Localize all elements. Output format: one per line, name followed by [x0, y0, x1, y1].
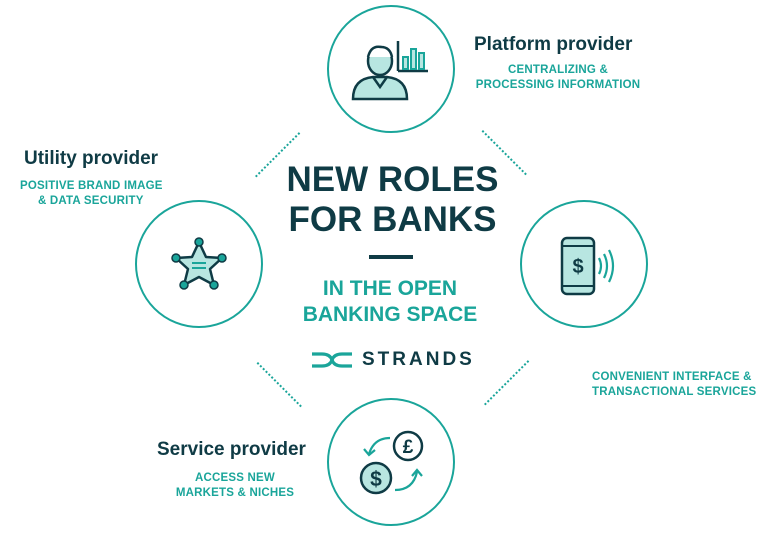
connector-bottom-left: [256, 362, 302, 408]
mobile-payment-icon: $: [560, 236, 615, 296]
svg-text:$: $: [572, 256, 583, 278]
center-subtitle: IN THE OPEN BANKING SPACE: [280, 276, 500, 328]
center-title-line2: FOR BANKS: [288, 200, 497, 239]
center-subtitle-line2: BANKING SPACE: [302, 303, 478, 326]
utility-provider-title: Utility provider: [24, 148, 159, 169]
service-provider-desc-line2: MARKETS & NICHES: [175, 487, 295, 499]
utility-provider-circle: [135, 200, 263, 328]
brand-name: STRANDS: [362, 349, 475, 370]
center-title-line1: NEW ROLES: [286, 160, 499, 199]
interface-desc-line1: CONVENIENT INTERFACE &: [592, 371, 752, 383]
badge-star-icon: [171, 237, 227, 290]
svg-text:$: $: [370, 468, 382, 491]
brand-logo: STRANDS: [310, 345, 475, 375]
platform-provider-title: Platform provider: [474, 34, 633, 55]
center-subtitle-line1: IN THE OPEN: [322, 277, 458, 300]
utility-provider-desc-line2: & DATA SECURITY: [38, 195, 144, 207]
platform-provider-circle: [327, 5, 455, 133]
service-provider-description: ACCESS NEW MARKETS & NICHES: [160, 471, 310, 501]
service-provider-circle: £ $: [327, 398, 455, 526]
interface-description: CONVENIENT INTERFACE & TRANSACTIONAL SER…: [592, 370, 772, 400]
center-title: NEW ROLES FOR BANKS: [265, 160, 520, 240]
strands-logo-icon: [312, 352, 352, 368]
interface-circle: $: [520, 200, 648, 328]
svg-text:£: £: [403, 437, 414, 458]
center-divider: [369, 255, 413, 259]
connector-bottom-right: [484, 360, 530, 406]
user-chart-icon: [351, 41, 428, 101]
platform-provider-desc-line2: PROCESSING INFORMATION: [475, 79, 641, 91]
service-provider-title: Service provider: [157, 439, 306, 460]
utility-provider-description: POSITIVE BRAND IMAGE & DATA SECURITY: [20, 179, 180, 209]
currency-exchange-icon: £ $: [359, 430, 424, 495]
utility-provider-desc-line1: POSITIVE BRAND IMAGE: [20, 180, 163, 192]
interface-desc-line2: TRANSACTIONAL SERVICES: [592, 386, 757, 398]
platform-provider-desc-line1: CENTRALIZING &: [508, 64, 608, 76]
platform-provider-description: CENTRALIZING & PROCESSING INFORMATION: [468, 63, 648, 93]
service-provider-desc-line1: ACCESS NEW: [195, 472, 275, 484]
